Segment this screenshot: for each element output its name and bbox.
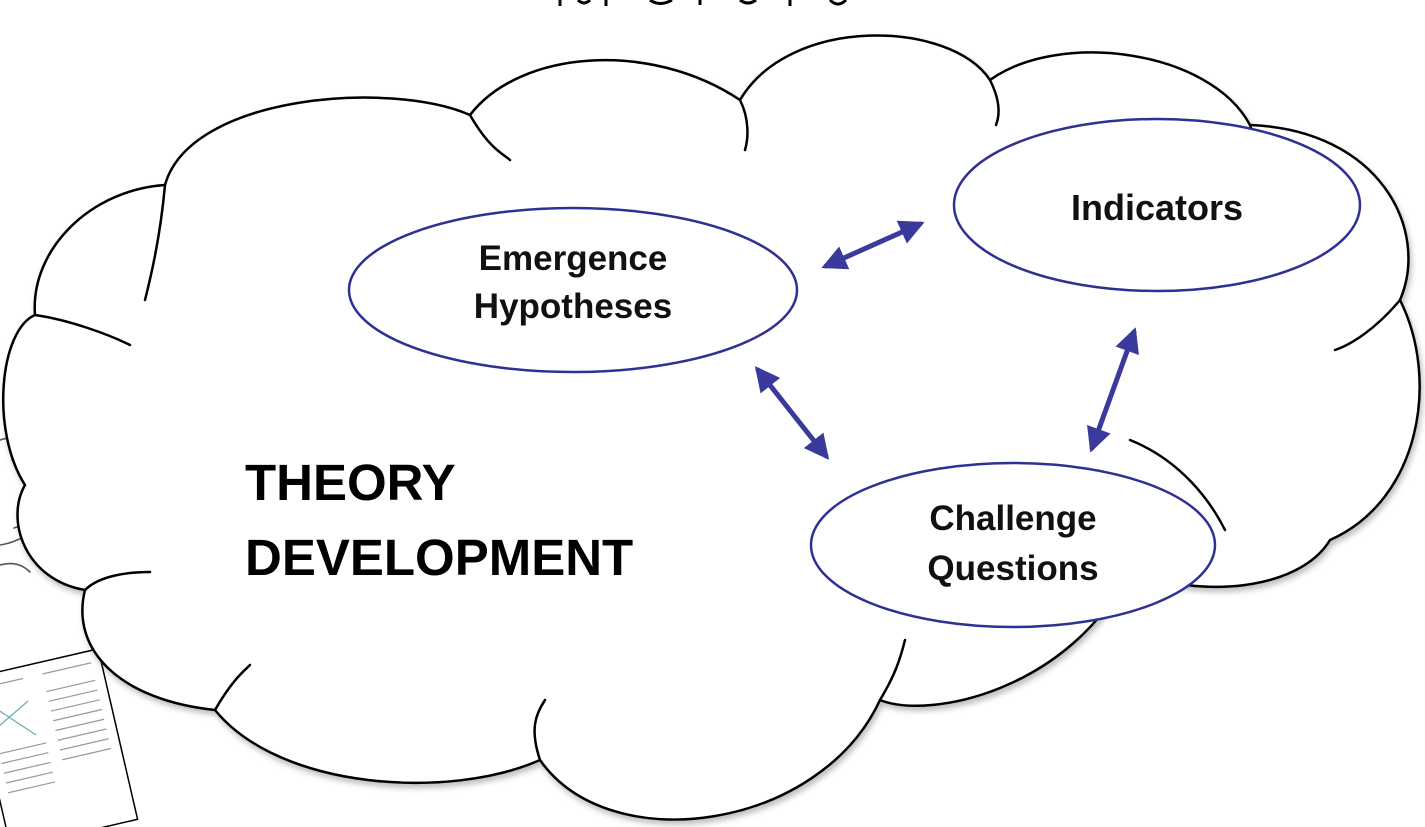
cloud-crease	[468, 113, 512, 162]
node-challenge-questions: Challenge Questions	[809, 461, 1217, 629]
node-indicators: Indicators	[952, 117, 1362, 293]
node-label-line: Indicators	[1071, 187, 1243, 228]
node-label-line: Emergence	[479, 239, 668, 278]
theory-development-label-line: THEORY	[245, 454, 456, 511]
node-ellipse	[952, 117, 1362, 293]
node-ellipse	[809, 461, 1217, 629]
cloud-crease	[1128, 438, 1227, 532]
arrow-indicators-challenge	[1087, 327, 1139, 453]
title-fragment	[558, 0, 848, 6]
node-label-line: Challenge	[929, 499, 1096, 538]
cloud-crease	[533, 698, 547, 762]
arrow-emergence-challenge	[754, 366, 830, 460]
node-label-line: Hypotheses	[474, 287, 672, 326]
cloud-crease	[988, 78, 1000, 127]
cloud-crease	[143, 183, 167, 302]
node-emergence-hypotheses: Emergence Hypotheses	[347, 206, 799, 374]
node-ellipse	[347, 206, 799, 374]
cloud-crease	[878, 638, 907, 702]
cloud-crease	[33, 313, 132, 347]
document-thumbnail	[0, 647, 139, 827]
node-label-line: Questions	[927, 549, 1098, 588]
arrow-emergence-indicators	[821, 220, 925, 270]
theory-development-label-line: DEVELOPMENT	[245, 529, 633, 586]
cloud-crease	[738, 98, 749, 152]
cloud-crease	[213, 663, 252, 712]
cloud-crease	[83, 570, 152, 592]
cloud-crease	[1333, 298, 1402, 352]
